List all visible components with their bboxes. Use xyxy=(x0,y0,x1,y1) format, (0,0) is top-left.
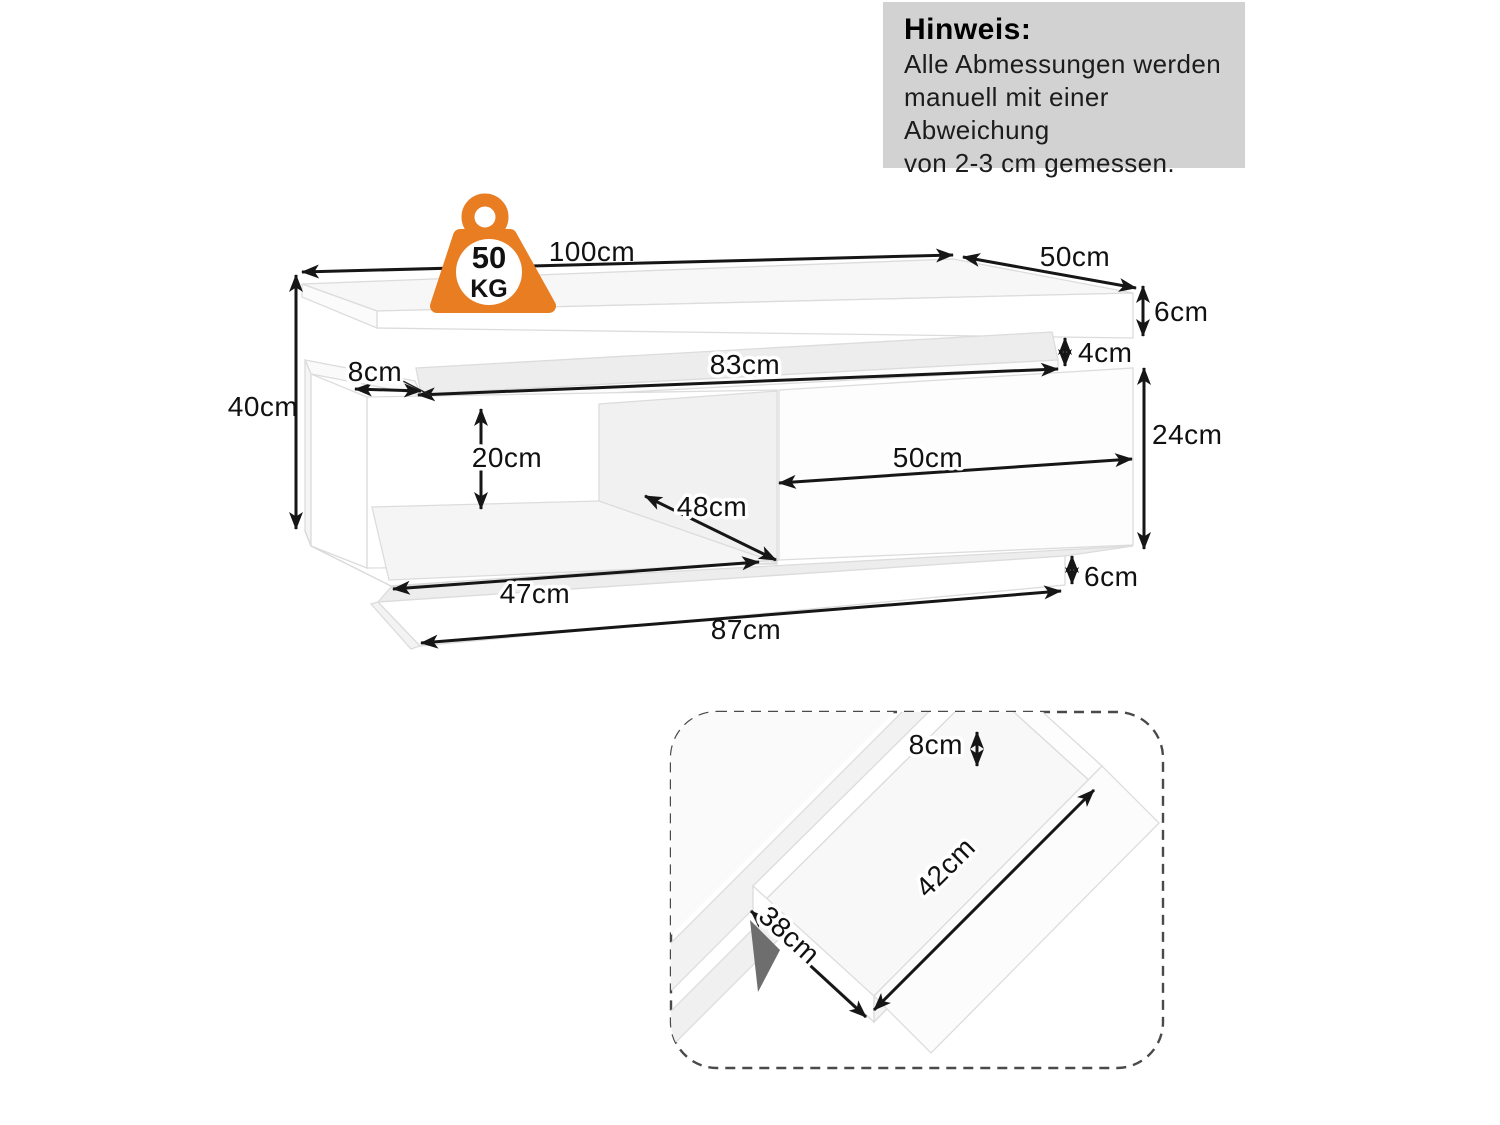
dim-total-height-label: 40cm xyxy=(228,391,298,422)
dim-drawer-width-arrow xyxy=(778,453,1133,489)
dim-drawer-inner-depth-arrow xyxy=(749,909,868,1019)
dim-niche-height-label: 20cm xyxy=(472,442,542,473)
dim-niche-diagonal-arrow xyxy=(644,494,777,562)
dim-niche-diagonal-label: 48cm xyxy=(677,491,747,522)
dim-plinth-length-label: 87cm xyxy=(711,614,781,645)
dim-drawer-width-label: 50cm xyxy=(893,442,963,473)
max-load-badge: 50 KG xyxy=(430,193,556,313)
note-line-3: von 2-3 cm gemessen. xyxy=(904,148,1176,178)
note-line-1: Alle Abmessungen werden xyxy=(904,49,1222,79)
dim-top-length-arrow xyxy=(301,248,954,279)
dim-shelf-length-arrow xyxy=(417,362,1059,402)
dim-plinth-height-label: 6cm xyxy=(1084,561,1138,592)
inset-cabinet-top xyxy=(671,712,986,976)
dim-top-thickness-label: 6cm xyxy=(1154,296,1208,327)
dim-niche-width-label: 47cm xyxy=(500,578,570,609)
body-left-wall-front xyxy=(310,373,368,569)
dim-top-length-label: 100cm xyxy=(549,236,636,267)
weight-unit: KG xyxy=(470,275,508,303)
dim-shelf-offset-label: 8cm xyxy=(348,356,402,387)
dim-shelf-offset-leader xyxy=(396,377,433,397)
note-title: Hinweis: xyxy=(904,13,1032,46)
dim-shelf-length-label: 83cm xyxy=(710,349,780,380)
dim-drawer-inner-length-arrow xyxy=(872,788,1096,1012)
dim-drawer-inner-height-label: 8cm xyxy=(909,729,963,760)
dim-top-depth-label: 50cm xyxy=(1040,241,1110,272)
inset-content: 8cm 38cm 42cm xyxy=(671,712,1160,1068)
body-left-face xyxy=(304,359,312,547)
weight-ring-icon xyxy=(461,193,509,241)
dim-shelf-thickness-label: 4cm xyxy=(1078,337,1132,368)
dim-shelf-offset-arrow xyxy=(354,382,422,398)
dim-body-height-label: 24cm xyxy=(1152,419,1222,450)
dimension-annotations: 100cm 50cm 6cm 4cm 83cm 8cm 40cm 20cm 48… xyxy=(228,236,1222,649)
dim-plinth-length-arrow xyxy=(420,585,1062,649)
inset-cabinet-edge-band xyxy=(671,712,1001,991)
weight-badge-circle xyxy=(456,239,522,305)
dim-top-depth-arrow xyxy=(962,253,1137,292)
dim-niche-width-arrow xyxy=(392,556,760,595)
drawer-detail-inset: 8cm 38cm 42cm xyxy=(669,710,1165,1070)
plinth-left-face xyxy=(369,601,422,650)
coffee-table-drawing xyxy=(301,258,1134,650)
weight-value: 50 xyxy=(472,240,506,275)
note-box: Hinweis: Alle Abmessungen werden manuell… xyxy=(883,2,1245,178)
note-line-2: manuell mit einer Abweichung xyxy=(904,82,1109,145)
